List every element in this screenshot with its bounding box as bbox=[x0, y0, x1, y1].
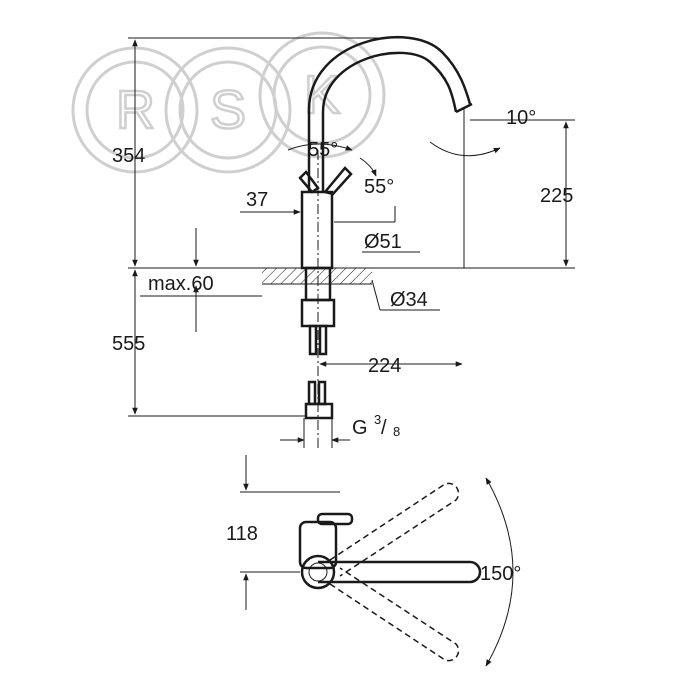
label-thread-den: 8 bbox=[393, 424, 400, 439]
label-max-counter: max.60 bbox=[148, 273, 214, 295]
faucet-plan-view bbox=[240, 455, 514, 667]
label-lever-angle: 55° bbox=[364, 176, 394, 198]
label-hose-length: 555 bbox=[112, 333, 145, 355]
faucet-elevation bbox=[128, 36, 575, 450]
label-thread-slash: / bbox=[381, 417, 387, 439]
label-height-total: 354 bbox=[112, 145, 145, 167]
watermark-letter-s: S bbox=[210, 80, 246, 140]
label-swivel-angle: 150° bbox=[480, 563, 521, 585]
label-thread-g: G bbox=[352, 417, 368, 439]
label-lever-offset: 37 bbox=[246, 189, 268, 211]
label-spout-tilt: 10° bbox=[506, 107, 536, 129]
label-spout-height: 225 bbox=[540, 185, 573, 207]
dimension-lines bbox=[128, 37, 575, 448]
label-body-diameter: Ø51 bbox=[364, 231, 402, 253]
label-spout-reach: 224 bbox=[368, 355, 401, 377]
rsk-watermark: R S K bbox=[71, 31, 386, 174]
label-spout-angle: 55° bbox=[308, 139, 338, 161]
label-hole-diameter: Ø34 bbox=[390, 289, 428, 311]
label-thread-num: 3 bbox=[374, 412, 381, 427]
label-lever-depth: 118 bbox=[226, 523, 258, 545]
